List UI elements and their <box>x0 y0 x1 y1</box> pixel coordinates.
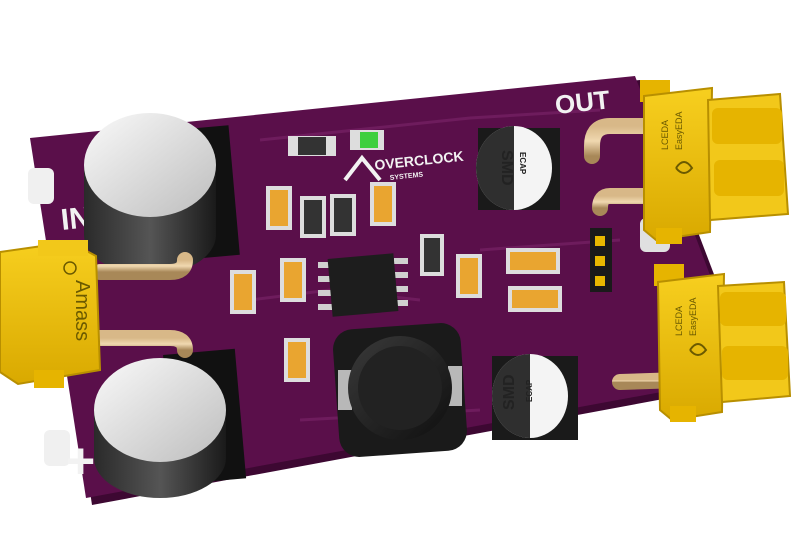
edge-pad-bottom-left <box>44 430 70 466</box>
silkscreen-out-label: OUT <box>553 84 611 120</box>
diode-body <box>298 137 326 155</box>
smd-capacitor <box>266 186 292 230</box>
smd-capacitor <box>508 286 562 312</box>
smd-capacitor <box>456 254 482 298</box>
output-connector-bottom: LCEDA EasyEDA <box>654 264 792 422</box>
silkscreen-plus-label: + <box>66 433 95 489</box>
smd-passives <box>230 182 562 382</box>
smd-capacitor <box>230 270 256 314</box>
edge-pad-top-left <box>28 168 54 204</box>
output-ecap-bottom: SMD ECAP <box>492 354 578 440</box>
smd-capacitor <box>280 258 306 302</box>
smd-capacitor <box>370 182 396 226</box>
output-connector-top-brand-2: EasyEDA <box>674 111 684 150</box>
output-connector-top: LCEDA EasyEDA <box>640 80 790 244</box>
logo-chevron-icon <box>343 154 382 182</box>
input-capacitor-top <box>84 113 240 275</box>
led-green-icon <box>360 132 378 148</box>
output-connector-bottom-brand-1: LCEDA <box>674 306 684 336</box>
easyeda-logo-icon <box>689 343 708 356</box>
power-inductor <box>333 323 467 457</box>
input-capacitor-bottom <box>94 348 247 498</box>
output-ecap-top-sublabel: ECAP <box>518 152 527 175</box>
ic-chip <box>318 253 408 317</box>
smd-capacitor <box>284 338 310 382</box>
output-ecap-bottom-sublabel: ECAP <box>525 379 534 402</box>
input-connector-brand: Amass <box>71 280 93 341</box>
output-connector-top-brand-1: LCEDA <box>660 120 670 150</box>
output-connector-bottom-brand-2: EasyEDA <box>688 297 698 336</box>
logo-subtitle: SYSTEMS <box>389 171 423 181</box>
registered-mark-icon <box>63 261 77 275</box>
smd-resistor <box>330 194 356 236</box>
smd-capacitor <box>506 248 560 274</box>
output-ecap-top: SMD ECAP <box>476 126 560 210</box>
input-wires <box>92 252 193 358</box>
smd-resistor <box>420 234 444 276</box>
pin-header <box>590 228 612 292</box>
smd-resistor <box>300 196 326 238</box>
easyeda-logo-icon <box>675 161 694 174</box>
output-ecap-top-label: SMD <box>498 150 515 186</box>
output-ecap-bottom-label: SMD <box>501 374 518 410</box>
input-connector-xt60: Amass <box>0 240 102 388</box>
